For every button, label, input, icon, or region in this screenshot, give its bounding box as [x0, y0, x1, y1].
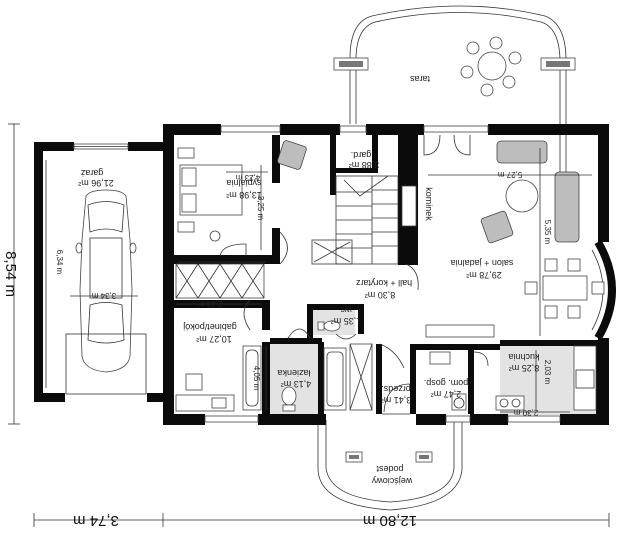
- wc-area: 1,35 m²: [331, 316, 362, 326]
- landing-name: podest: [376, 464, 404, 474]
- hall-area: 8,30 m²: [365, 290, 396, 300]
- fireplace: [401, 185, 417, 227]
- garage-total-dim: 3,74 m: [73, 512, 119, 529]
- wardrobe-name: gard.: [351, 150, 372, 160]
- utility-fixtures: [429, 351, 489, 411]
- bathroom-fixtures: [242, 328, 373, 412]
- garage: [34, 142, 168, 402]
- wc-fixtures: [317, 320, 357, 340]
- bedroom-name: sypialnia: [226, 178, 261, 188]
- armchair: [277, 140, 307, 170]
- kitchen-area: 8,25 m²: [509, 363, 540, 373]
- bathroom-depth-dim: 4,05 m: [252, 366, 261, 391]
- entrance-landing: [317, 420, 463, 511]
- wardrobe-area: 3,88 m²: [349, 160, 380, 170]
- salon-depth-dim: 5,35 m: [543, 220, 552, 245]
- garage-name: garaż: [80, 168, 103, 178]
- wc-name: wc: [340, 305, 352, 315]
- vestibule-area: 3,41 m²: [381, 395, 412, 405]
- bedroom-furniture: [177, 140, 307, 263]
- office-furniture: [175, 263, 265, 412]
- bathroom-area: 4,13 m²: [281, 379, 312, 389]
- terrace-table: [460, 36, 522, 97]
- fireplace-label: kominek: [424, 187, 434, 221]
- garage-width-dim: 3,34 m: [91, 291, 116, 300]
- garage-area: 21,96 m²: [78, 178, 114, 188]
- salon-area: 29,78 m²: [466, 270, 502, 280]
- car: [75, 189, 137, 373]
- dining-table: [542, 275, 588, 301]
- vestibule-name: przeds.: [381, 384, 411, 394]
- total-depth-dim: 8,54 m: [2, 251, 19, 297]
- sofa-right: [554, 171, 580, 243]
- kitchen-depth-dim: 2,03 m: [543, 360, 552, 385]
- kitchen-fixtures: [495, 345, 597, 411]
- terrace-label: taras: [409, 74, 430, 84]
- office-area: 10,27 m²: [196, 334, 232, 344]
- bathroom-name: łazienka: [277, 368, 310, 378]
- salon-furniture: [423, 134, 605, 338]
- bedroom-depth-dim: 3,25 m: [256, 196, 265, 221]
- garage-depth-dim: 6,34 m: [55, 250, 64, 275]
- salon-armchair: [480, 210, 514, 244]
- office-name: gabinet/pokój: [183, 322, 237, 332]
- bathtub: [242, 345, 262, 411]
- office-width-dim: 2,44 m: [197, 299, 222, 308]
- overall-dimensions: [8, 123, 610, 527]
- bedroom-area: 13,98 m²: [226, 190, 262, 200]
- utility-name: pom. gosp.: [424, 378, 469, 388]
- hall-name: hall + korytarz: [355, 278, 412, 288]
- salon-width-dim: 5,27 m: [497, 170, 522, 179]
- sofa-top: [496, 140, 548, 164]
- total-width-dim: 12,80 m: [363, 512, 417, 529]
- bedroom-width-dim: 4,23 m: [235, 173, 260, 182]
- salon-name: salon + jadalnia: [451, 258, 514, 268]
- terrace: [333, 5, 576, 232]
- utility-area: 2,47 m²: [431, 389, 462, 399]
- exterior-walls: [163, 124, 609, 425]
- stairs: [311, 175, 399, 265]
- kitchen-name: kuchnia: [508, 352, 539, 362]
- kitchen-width-dim: 2,30 m: [513, 408, 538, 417]
- landing-sub: wejściowy: [371, 476, 413, 486]
